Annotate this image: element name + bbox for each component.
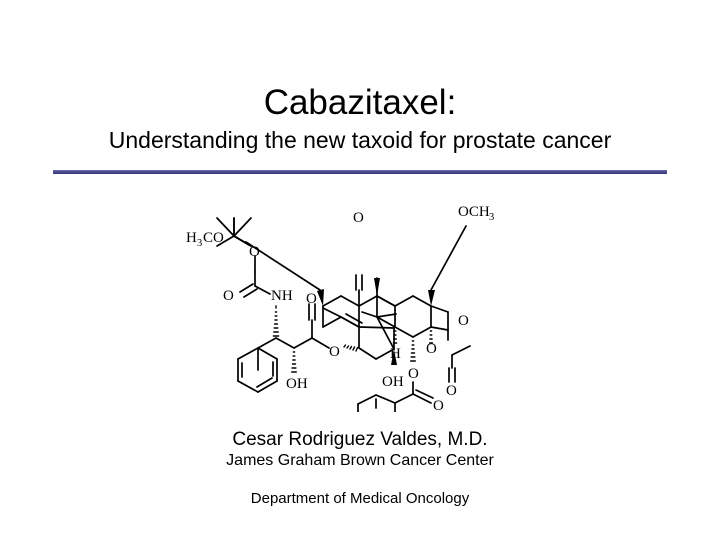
presenter-organization: James Graham Brown Cancer Center — [226, 452, 494, 469]
atom-label-o-oxetane: O — [458, 313, 469, 329]
atom-label-o-acetate-carbonyl: O — [446, 383, 457, 399]
atom-label-o-benzoate-carbonyl: O — [433, 398, 444, 412]
atom-label-o-ester-carbonyl: O — [306, 291, 317, 307]
presenter-name: Cesar Rodriguez Valdes, M.D. — [232, 429, 488, 450]
presenter-department: Department of Medical Oncology — [250, 490, 470, 507]
page-title: Cabazitaxel: — [263, 83, 457, 122]
atom-label-nh: NH — [271, 288, 293, 304]
atom-label-o-ketone: O — [353, 210, 364, 226]
atom-label-h-c3: H — [390, 346, 401, 362]
atom-label-h3co-tail: CO — [203, 230, 224, 246]
atom-label-o-benzoate: O — [408, 366, 419, 382]
atom-label-oh-side-chain: OH — [286, 376, 308, 392]
atom-label-o-acetate: O — [426, 341, 437, 357]
atom-label-oh-c1: OH — [382, 374, 404, 390]
atom-label-o-ester: O — [329, 344, 340, 360]
atom-label-och3-sub: 3 — [489, 212, 494, 223]
atom-label-och3-main: OCH — [458, 204, 490, 220]
title-block: Cabazitaxel: Understanding the new taxoi… — [0, 82, 720, 154]
page-subtitle: Understanding the new taxoid for prostat… — [108, 127, 612, 153]
atom-label-h3co-main: H — [186, 230, 197, 246]
byline-block: Cesar Rodriguez Valdes, M.D. James Graha… — [0, 428, 720, 508]
atom-label-h3co-sub: 3 — [197, 238, 202, 249]
atom-label-o-carbonyl-boc: O — [223, 288, 234, 304]
chemical-structure-svg: O O NH — [186, 204, 494, 412]
title-divider-rule — [53, 170, 667, 174]
atom-label-o-boc: O — [249, 244, 260, 260]
cabazitaxel-structure-image: O O NH — [186, 190, 556, 412]
